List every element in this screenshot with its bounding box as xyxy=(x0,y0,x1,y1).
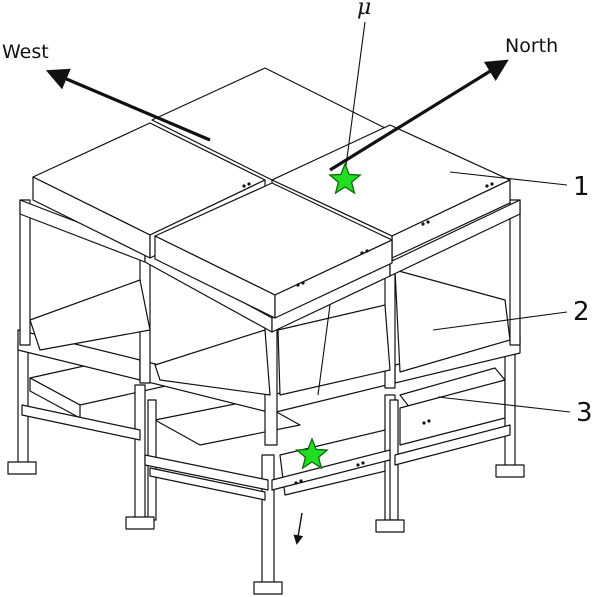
label-1: 1 xyxy=(573,172,590,202)
upper-frame xyxy=(19,199,521,333)
star-marker xyxy=(295,437,329,470)
star-marker xyxy=(328,162,362,195)
leader-3 xyxy=(437,396,571,413)
mu-pointer xyxy=(344,21,366,174)
west-arrow xyxy=(45,68,211,142)
label-3: 3 xyxy=(576,398,593,428)
north-arrow xyxy=(329,59,509,172)
bolt-marks xyxy=(242,182,494,485)
west-label: West xyxy=(2,41,49,63)
mu-label: μ xyxy=(357,0,371,20)
label-2: 2 xyxy=(573,297,590,327)
top-boxes xyxy=(32,67,511,319)
middle-shelves xyxy=(29,269,511,396)
inner-line xyxy=(317,304,331,396)
leader-1 xyxy=(449,171,568,186)
north-label: North xyxy=(505,35,558,57)
leader-2 xyxy=(432,311,568,331)
down-arrow xyxy=(293,512,304,545)
